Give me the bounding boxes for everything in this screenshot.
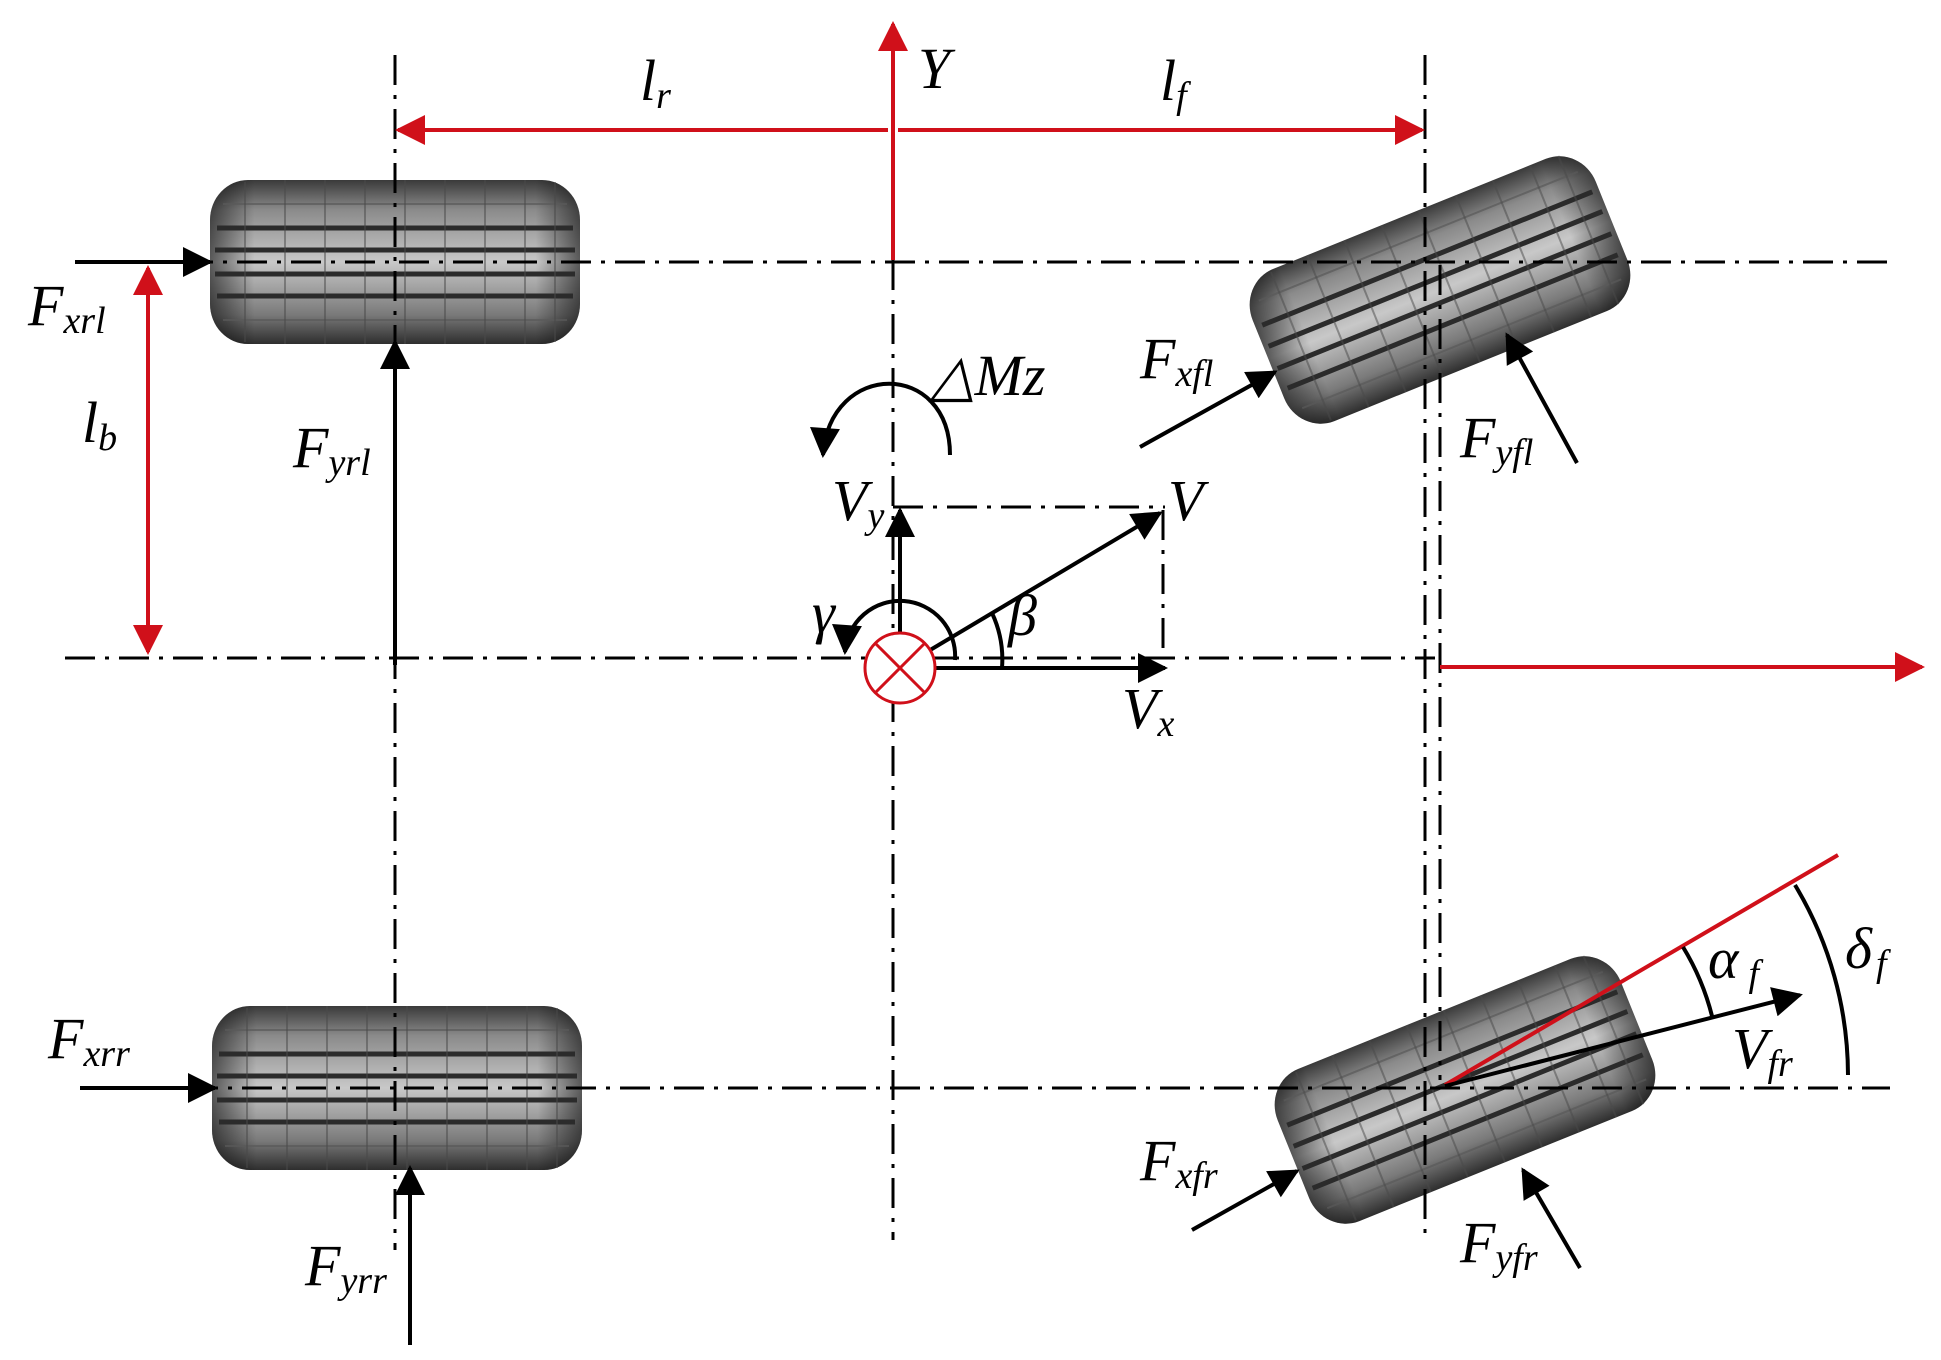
label-lf: lf xyxy=(1160,48,1191,117)
reference-lines xyxy=(65,55,1890,1250)
label-fyfr: Fyfr xyxy=(1459,1210,1538,1279)
label-fxfr: Fxfr xyxy=(1139,1128,1218,1197)
labels: Fxrl Fyrl Fxrr Fyrr Fxfl Fyfl Fxfr Fyfr … xyxy=(27,36,1891,1302)
center-of-gravity-icon xyxy=(863,631,937,705)
velocity-vectors xyxy=(810,381,1850,1076)
label-gamma: γ xyxy=(812,580,837,645)
label-v: V xyxy=(1168,468,1210,533)
label-delta-mz: △Mz xyxy=(928,343,1046,408)
label-beta: β xyxy=(1007,583,1037,648)
label-lb: lb xyxy=(82,390,117,459)
label-fxfl: Fxfl xyxy=(1139,326,1213,395)
label-fxrr: Fxrr xyxy=(47,1006,130,1075)
label-fyrl: Fyrl xyxy=(292,415,371,484)
label-lr: lr xyxy=(640,48,671,117)
label-fyfl: Fyfl xyxy=(1459,405,1533,474)
label-y-axis: Y xyxy=(918,36,956,101)
red-dimension-lines xyxy=(133,21,1925,1087)
label-fyrr: Fyrr xyxy=(304,1233,387,1302)
force-arrows xyxy=(75,247,1803,1345)
label-fxrl: Fxrl xyxy=(27,273,106,342)
label-vx: Vx xyxy=(1122,676,1174,745)
label-vfr: Vfr xyxy=(1732,1016,1793,1085)
label-vy: Vy xyxy=(832,468,884,537)
